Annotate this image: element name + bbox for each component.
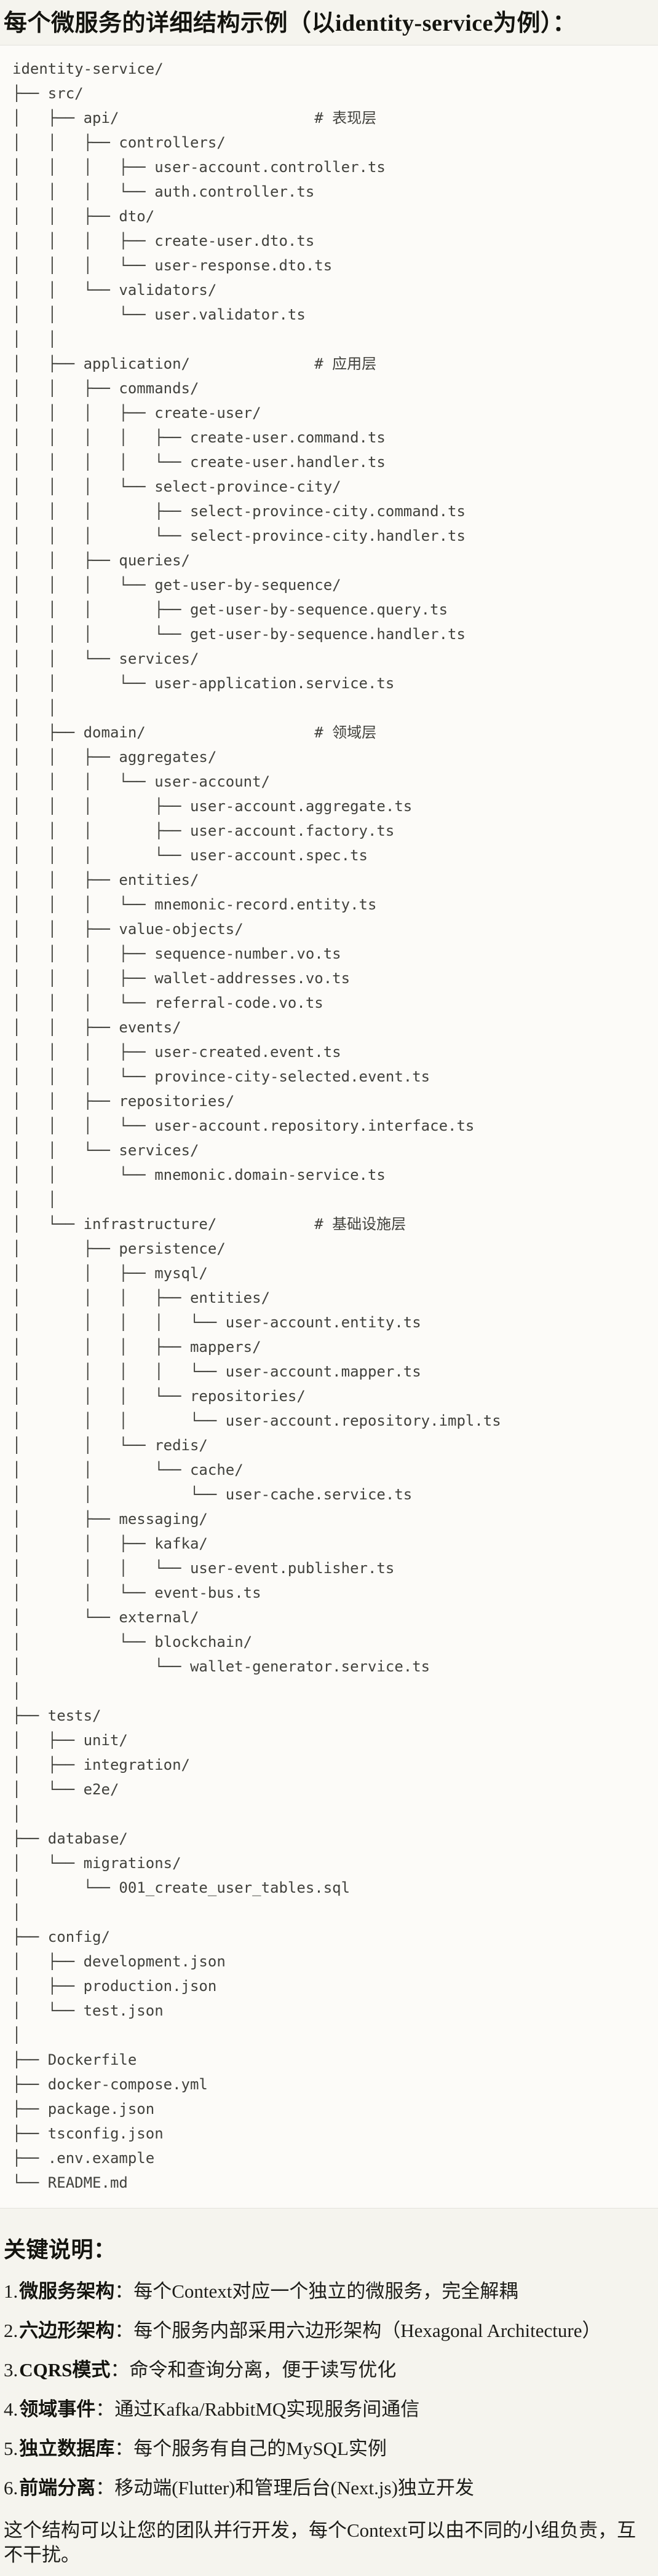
note-desc: ：每个服务有自己的MySQL实例 [114, 2438, 387, 2460]
note-term: CQRS模式 [19, 2359, 111, 2381]
notes-list: 1.微服务架构：每个Context对应一个独立的微服务，完全解耦 2.六边形架构… [4, 2280, 653, 2500]
note-desc: ：移动端(Flutter)和管理后台(Next.js)独立开发 [95, 2477, 474, 2499]
note-item: 6.前端分离：移动端(Flutter)和管理后台(Next.js)独立开发 [4, 2476, 653, 2500]
note-desc: ：每个Context对应一个独立的微服务，完全解耦 [114, 2280, 518, 2303]
directory-tree: identity-service/ ├── src/ │ ├── api/ # … [12, 60, 501, 2192]
note-item: 5.独立数据库：每个服务有自己的MySQL实例 [4, 2437, 653, 2460]
document-header: 每个微服务的详细结构示例（以identity-service为例）： [0, 0, 658, 45]
closing-paragraph: 这个结构可以让您的团队并行开发，每个Context可以由不同的小组负责，互不干扰… [4, 2519, 636, 2566]
code-block: identity-service/ ├── src/ │ ├── api/ # … [0, 45, 658, 2209]
note-desc: ：命令和查询分离，便于读写优化 [110, 2359, 397, 2381]
note-item: 2.六边形架构：每个服务内部采用六边形架构（Hexagonal Architec… [4, 2319, 653, 2342]
note-term: 前端分离 [19, 2477, 96, 2499]
page-title: 每个微服务的详细结构示例（以identity-service为例）： [4, 10, 577, 36]
note-number: 2. [4, 2320, 18, 2342]
notes-heading: 关键说明： [4, 2237, 116, 2263]
notes-section: 关键说明： 1.微服务架构：每个Context对应一个独立的微服务，完全解耦 2… [0, 2209, 658, 2576]
note-item: 4.领域事件：通过Kafka/RabbitMQ实现服务间通信 [4, 2398, 653, 2421]
note-term: 领域事件 [19, 2398, 96, 2421]
note-desc: ：每个服务内部采用六边形架构（Hexagonal Architecture） [114, 2320, 601, 2342]
note-term: 独立数据库 [19, 2438, 115, 2460]
note-desc: ：通过Kafka/RabbitMQ实现服务间通信 [95, 2398, 420, 2421]
note-term: 微服务架构 [19, 2280, 115, 2303]
note-number: 3. [4, 2359, 18, 2381]
note-item: 3.CQRS模式：命令和查询分离，便于读写优化 [4, 2358, 653, 2382]
note-number: 4. [4, 2398, 18, 2421]
note-term: 六边形架构 [19, 2320, 115, 2342]
note-number: 5. [4, 2438, 18, 2460]
note-number: 1. [4, 2280, 18, 2303]
note-item: 1.微服务架构：每个Context对应一个独立的微服务，完全解耦 [4, 2280, 653, 2303]
note-number: 6. [4, 2477, 18, 2499]
